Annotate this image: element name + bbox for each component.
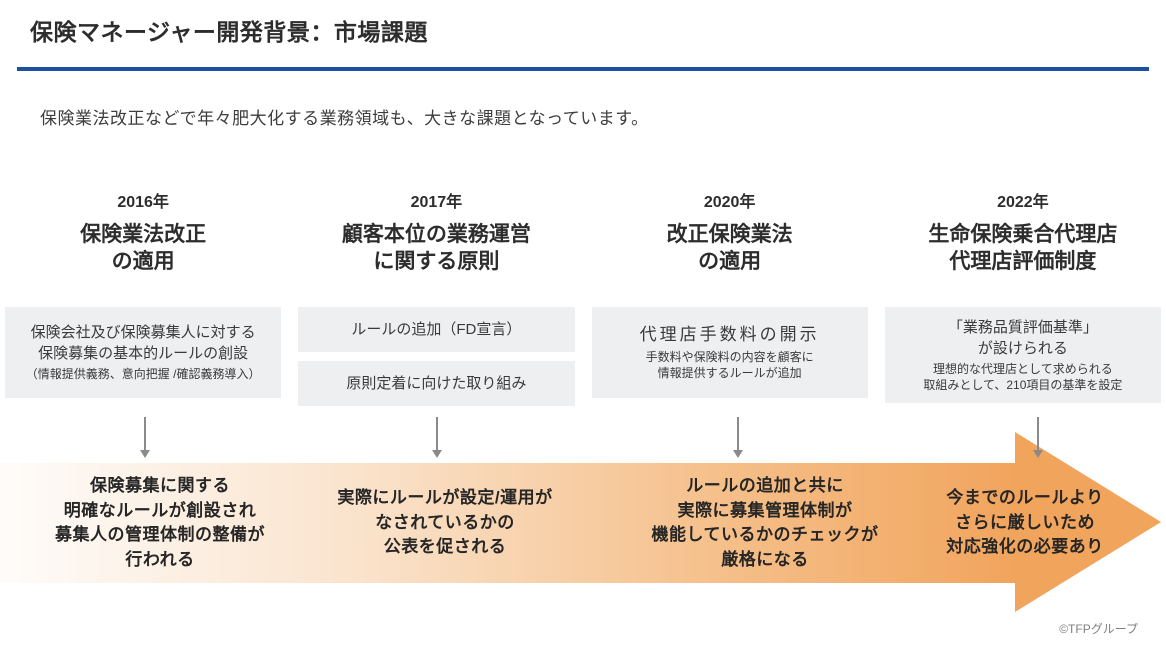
down-arrow-icon	[140, 417, 150, 460]
down-arrow-icon	[733, 417, 743, 460]
detail-box-sub-text: 手数料や保険料の内容を顧客に 情報提供するルールが追加	[645, 349, 814, 380]
detail-box-sub-text: （情報提供義務、意向把握 /確認義務導入）	[25, 367, 261, 381]
arrow-text-2016: 保険募集に関する 明確なルールが創設され 募集人の管理体制の整備が 行われる	[55, 476, 265, 569]
detail-box-main-text: ルールの追加（FD宣言）	[351, 320, 522, 338]
detail-box-main-text: 代理店手数料の開示	[639, 325, 820, 344]
timeline-column-2020: 2020年 改正保険業法 の適用 代理店手数料の開示 手数料や保険料の内容を顧客…	[591, 188, 868, 406]
timeline-arrow-body	[0, 463, 1020, 583]
detail-box-group: 保険会社及び保険募集人に対する 保険募集の基本的ルールの創設 （情報提供義務、意…	[5, 306, 282, 398]
down-arrow-icon	[1033, 417, 1043, 460]
year-label: 2016年	[117, 194, 169, 211]
title-underline	[17, 67, 1149, 71]
detail-box-group: 代理店手数料の開示 手数料や保険料の内容を顧客に 情報提供するルールが追加	[591, 306, 868, 398]
year-label: 2020年	[703, 194, 756, 211]
detail-box: 保険会社及び保険募集人に対する 保険募集の基本的ルールの創設 （情報提供義務、意…	[5, 306, 282, 398]
year-label: 2017年	[410, 194, 463, 211]
arrow-text-2020: ルールの追加と共に 実際に募集管理体制が 機能しているかのチェックが 厳格になる	[651, 476, 879, 569]
timeline-column-2016: 2016年 保険業法改正 の適用 保険会社及び保険募集人に対する 保険募集の基本…	[5, 188, 282, 406]
timeline-columns: 2016年 保険業法改正 の適用 保険会社及び保険募集人に対する 保険募集の基本…	[5, 188, 1161, 406]
column-heading: 改正保険業法 の適用	[666, 223, 793, 274]
arrow-text-2022: 今までのルールより さらに厳しいため 対応強化の必要あり	[946, 488, 1104, 557]
column-heading: 保険業法改正 の適用	[80, 223, 207, 274]
copyright-note: ©TFPグループ	[1059, 622, 1138, 636]
detail-box-main-text: 「業務品質評価基準」 が設けられる	[947, 318, 1098, 357]
detail-box: 「業務品質評価基準」 が設けられる 理想的な代理店として求められる 取組みとして…	[884, 306, 1161, 403]
timeline-column-2022: 2022年 生命保険乗合代理店 代理店評価制度 「業務品質評価基準」 が設けられ…	[884, 188, 1161, 406]
arrow-text-2017: 実際にルールが設定/運用が なされているかの 公表を促される	[337, 488, 553, 557]
timeline-column-2017: 2017年 顧客本位の業務運営 に関する原則 ルールの追加（FD宣言） 原則定着…	[298, 188, 575, 406]
detail-box-group: 「業務品質評価基準」 が設けられる 理想的な代理店として求められる 取組みとして…	[884, 306, 1161, 403]
detail-box: 代理店手数料の開示 手数料や保険料の内容を顧客に 情報提供するルールが追加	[591, 306, 868, 398]
detail-box-group: ルールの追加（FD宣言） 原則定着に向けた取り組み	[298, 306, 575, 406]
timeline-arrow-head-icon	[1015, 432, 1161, 612]
year-label: 2022年	[997, 194, 1049, 211]
column-heading: 生命保険乗合代理店 代理店評価制度	[928, 223, 1118, 274]
detail-box: ルールの追加（FD宣言）	[298, 306, 575, 352]
detail-box-main-text: 原則定着に向けた取り組み	[346, 374, 527, 392]
down-arrow-icon	[432, 417, 442, 460]
column-heading: 顧客本位の業務運営 に関する原則	[341, 223, 531, 274]
detail-box-main-text: 保険会社及び保険募集人に対する 保険募集の基本的ルールの創設	[30, 324, 256, 362]
lead-text: 保険業法改正などで年々肥大化する業務領域も、大きな課題となっています。	[40, 109, 649, 128]
detail-box-sub-text: 理想的な代理店として求められる 取組みとして、210項目の基準を設定	[923, 361, 1123, 392]
page-title: 保険マネージャー開発背景：市場課題	[30, 19, 428, 45]
detail-box: 原則定着に向けた取り組み	[298, 360, 575, 406]
